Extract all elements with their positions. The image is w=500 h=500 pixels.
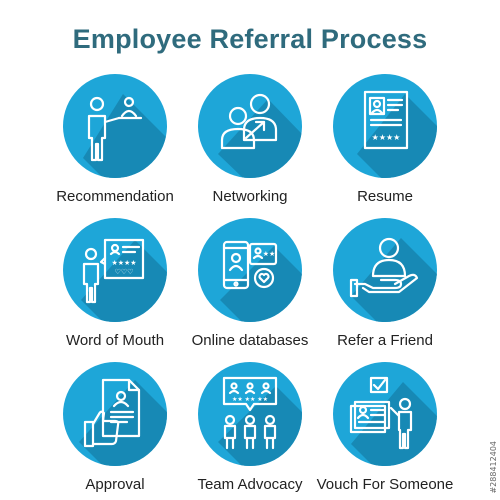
label-vouch-for-someone: Vouch For Someone: [316, 476, 454, 493]
svg-text:★★★★: ★★★★: [111, 259, 136, 267]
label-word-of-mouth: Word of Mouth: [65, 332, 165, 349]
label-team-advocacy: Team Advocacy: [197, 476, 303, 493]
online-databases-icon: ★★: [198, 218, 302, 322]
label-recommendation: Recommendation: [56, 188, 174, 205]
networking-icon: [198, 74, 302, 178]
label-online-databases: Online databases: [191, 332, 309, 349]
label-approval: Approval: [85, 476, 145, 493]
word-of-mouth-icon: ★★★★ ♡♡♡: [63, 218, 167, 322]
team-advocacy-icon: ★★ ★★ ★★: [198, 362, 302, 466]
item-online-databases: ★★ Online databases: [175, 218, 325, 349]
refer-a-friend-icon: [333, 218, 437, 322]
recommendation-icon: [63, 74, 167, 178]
svg-text:★★ ★★ ★★: ★★ ★★ ★★: [232, 396, 268, 403]
label-networking: Networking: [212, 188, 288, 205]
svg-text:★★: ★★: [263, 250, 276, 258]
vouch-for-someone-icon: [333, 362, 437, 466]
item-resume: ★★★★ Resume: [310, 74, 460, 205]
stock-id-text: #288412404: [489, 441, 498, 494]
label-resume: Resume: [357, 188, 413, 205]
item-team-advocacy: ★★ ★★ ★★ Team Advocacy: [175, 362, 325, 493]
item-approval: Approval: [40, 362, 190, 493]
svg-text:★★★★: ★★★★: [372, 133, 401, 142]
item-networking: Networking: [175, 74, 325, 205]
approval-icon: [63, 362, 167, 466]
item-vouch-for-someone: Vouch For Someone: [310, 362, 460, 493]
page-title: Employee Referral Process: [72, 24, 428, 54]
item-refer-a-friend: Refer a Friend: [310, 218, 460, 349]
item-recommendation: Recommendation: [40, 74, 190, 205]
item-word-of-mouth: ★★★★ ♡♡♡ Word of Mouth: [40, 218, 190, 349]
label-refer-a-friend: Refer a Friend: [337, 332, 433, 349]
svg-text:♡♡♡: ♡♡♡: [115, 268, 134, 276]
resume-icon: ★★★★: [333, 74, 437, 178]
